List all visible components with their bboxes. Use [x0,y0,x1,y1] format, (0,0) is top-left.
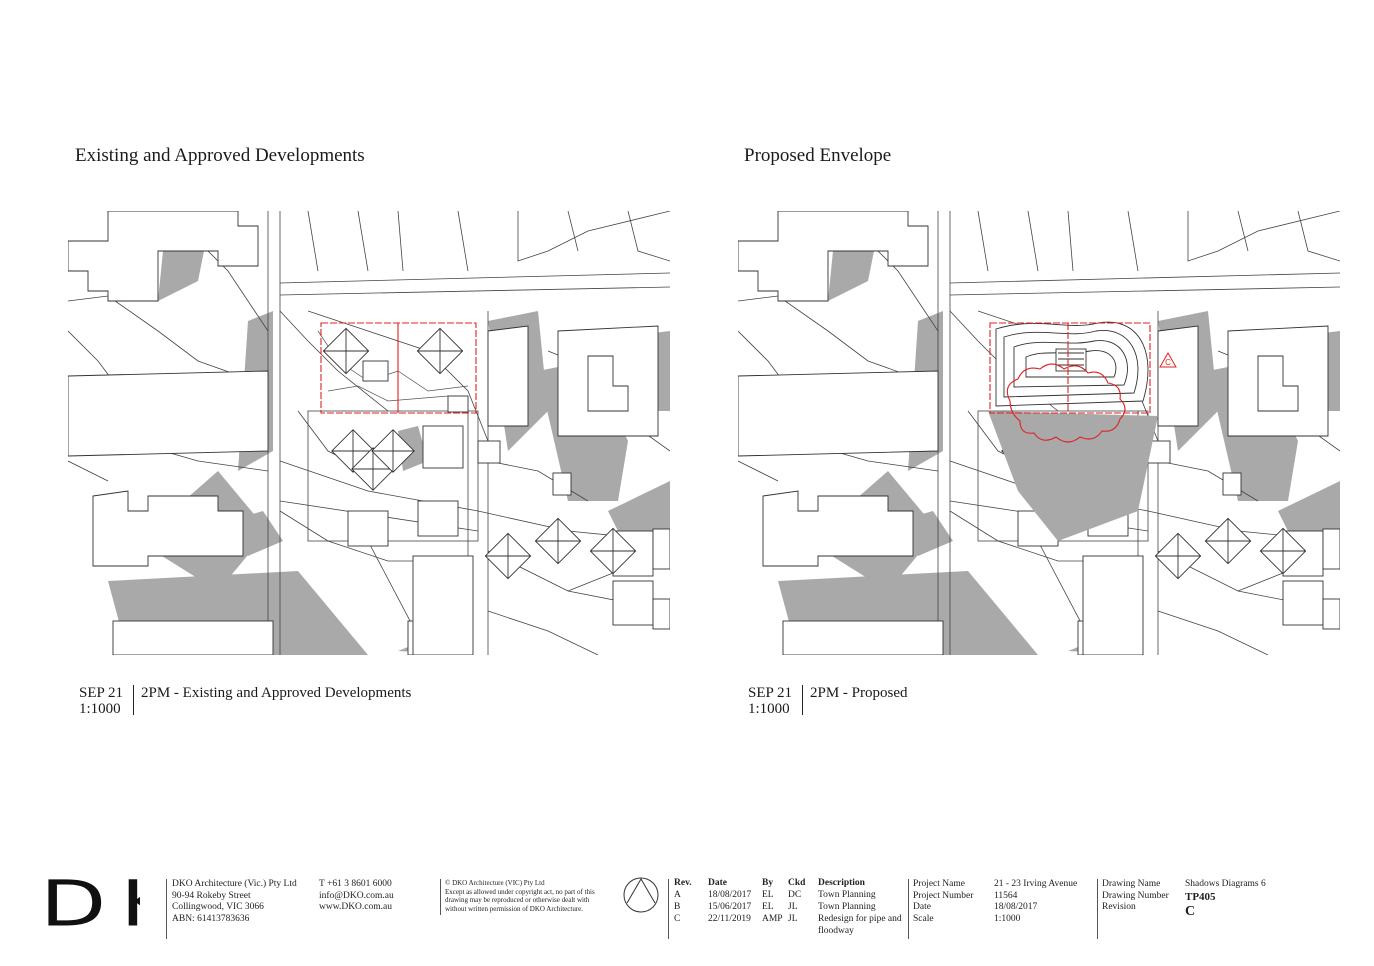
revision-table: Rev. Date By Ckd Description A 18/08/201… [674,877,908,937]
project-value: 1:1000 [994,913,1021,924]
company-address: DKO Architecture (Vic.) Pty Ltd 90-94 Ro… [172,879,297,925]
titleblock-divider [908,879,909,939]
company-contact: T +61 3 8601 6000 info@DKO.com.au www.DK… [319,879,394,914]
rev-cell: JL [788,902,798,912]
left-caption-divider [133,685,134,715]
right-caption-description: 2PM - Proposed [810,685,908,701]
rev-cell: EL [762,902,774,912]
copyright-line: © DKO Architecture (VIC) Pty Ltd [445,879,545,887]
company-street: 90-94 Rokeby Street [172,890,251,901]
copyright-line: without written permission of DKO Archit… [445,904,584,913]
rev-cell: Town Planning [818,902,876,912]
contact-phone: T +61 3 8601 6000 [319,879,392,889]
copyright-notice: © DKO Architecture (VIC) Pty Ltd Except … [445,879,595,913]
existing-shadow-map [68,211,670,655]
rev-cell: 22/11/2019 [708,914,751,924]
drawing-label: Drawing Number [1102,890,1169,901]
project-value: 11564 [994,890,1018,901]
project-label: Project Name [913,879,965,889]
rev-cell: Town Planning [818,890,876,900]
table-row: B 15/06/2017 EL JL Town Planning [674,901,908,913]
rev-header: Date [708,878,727,888]
left-caption-scale: 1:1000 [79,701,121,717]
company-city: Collingwood, VIC 3066 [172,902,264,912]
company-abn: ABN: 61413783636 [172,913,250,924]
drawing-label: Revision [1102,902,1136,912]
rev-cell: EL [762,890,774,900]
revision-value: C [1185,903,1196,919]
rev-cell: DC [788,890,802,900]
rev-cell: B [674,902,681,912]
left-panel-title: Existing and Approved Developments [75,145,365,166]
rev-header: Rev. [674,878,692,888]
drawing-labels: Drawing Name Drawing Number Revision [1102,879,1169,914]
drawing-values: Shadows Diagrams 6 TP405 C [1185,879,1266,920]
rev-cell: 18/08/2017 [708,890,752,900]
rev-cell: 15/06/2017 [708,902,752,912]
project-values: 21 - 23 Irving Avenue 11564 18/08/2017 1… [994,879,1077,925]
rev-cell: AMP [762,914,783,924]
titleblock-divider [668,879,669,939]
right-caption: SEP 21 1:1000 2PM - Proposed [748,685,1148,717]
right-panel-title: Proposed Envelope [744,145,892,166]
rev-header: By [762,878,774,888]
left-caption-description: 2PM - Existing and Approved Developments [141,685,412,701]
copyright-line: drawing may be reproduced or otherwise d… [445,896,590,904]
titleblock-divider [1097,879,1098,939]
project-value: 21 - 23 Irving Avenue [994,879,1078,889]
rev-cell: C [674,914,681,924]
project-label: Project Number [913,890,974,901]
rev-cell: JL [788,914,798,924]
rev-header: Ckd [788,878,806,888]
project-label: Scale [913,913,934,924]
drawing-name-value: Shadows Diagrams 6 [1185,879,1266,889]
right-caption-scale: 1:1000 [748,701,790,717]
right-caption-date: SEP 21 [748,685,793,701]
table-row: C 22/11/2019 AMP JL Redesign for pipe an… [674,913,908,937]
drawing-number-value: TP405 [1185,890,1216,903]
proposed-shadow-map: C [738,211,1340,655]
dko-logo: DKO [40,866,254,944]
right-caption-divider [802,685,803,715]
contact-email[interactable]: info@DKO.com.au [319,890,394,901]
left-caption-date: SEP 21 [79,685,124,701]
north-point-icon [622,876,660,918]
rev-cell: Redesign for pipe and floodway [818,914,902,936]
project-labels: Project Name Project Number Date Scale [913,879,973,925]
rev-header: Description [818,878,865,888]
company-name: DKO Architecture (Vic.) Pty Ltd [172,879,297,889]
titleblock-divider [166,879,167,939]
table-row: A 18/08/2017 EL DC Town Planning [674,889,908,901]
left-caption: SEP 21 1:1000 2PM - Existing and Approve… [79,685,579,717]
revision-cloud-marker: C [1165,358,1171,367]
rev-cell: A [674,890,681,900]
project-label: Date [913,902,931,912]
contact-website[interactable]: www.DKO.com.au [319,902,392,912]
dko-logo-text: DKO [40,878,140,941]
project-value: 18/08/2017 [994,902,1038,912]
copyright-line: Except as allowed under copyright act, n… [445,887,595,896]
drawing-label: Drawing Name [1102,879,1161,889]
titleblock-divider [440,879,441,915]
